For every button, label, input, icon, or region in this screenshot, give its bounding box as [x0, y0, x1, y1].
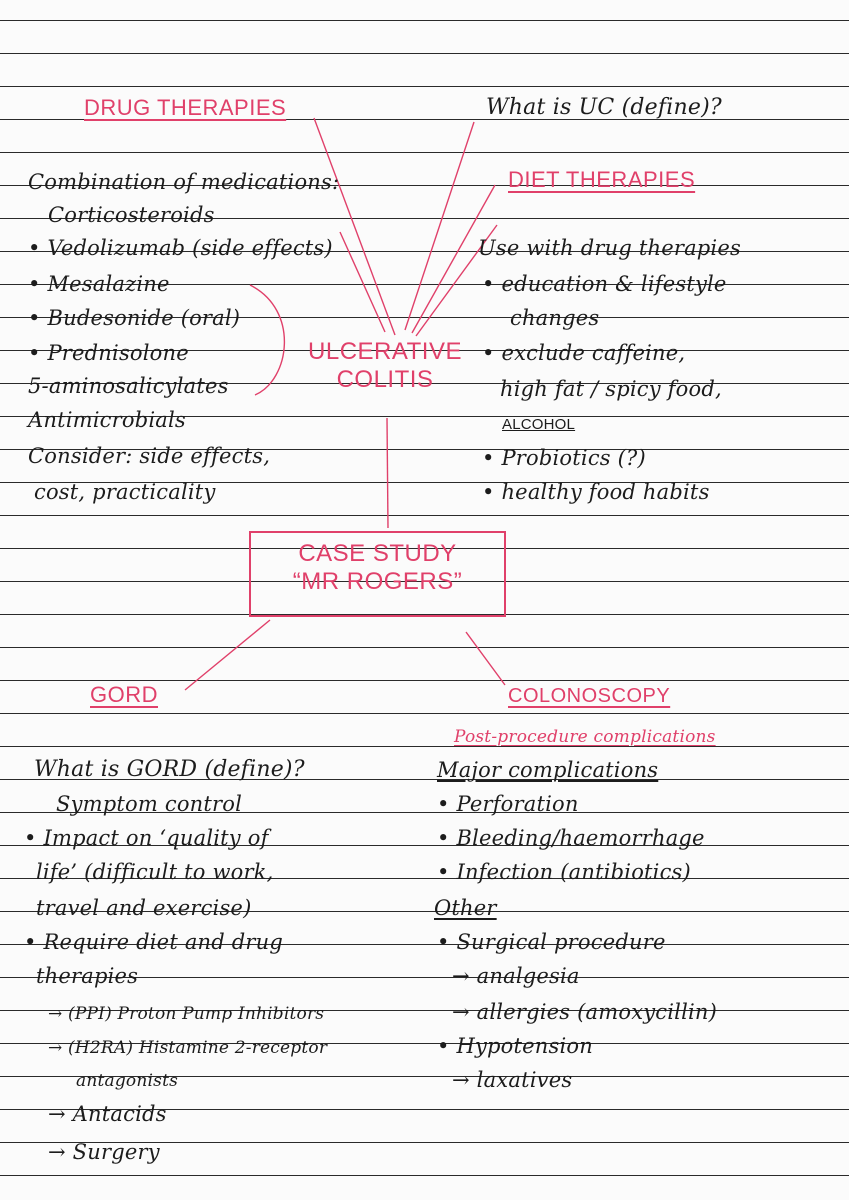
colon-line: → laxatives	[452, 1068, 573, 1092]
drug-line: Antimicrobials	[28, 408, 186, 432]
connector-right-1	[415, 224, 498, 337]
gord-heading: GORD	[90, 682, 158, 707]
gord-line: → Surgery	[48, 1140, 160, 1164]
colon-line: • Surgical procedure	[437, 930, 666, 954]
colon-line: Other	[434, 896, 497, 920]
drug-line: Combination of medications:	[28, 170, 340, 194]
colonoscopy-heading: COLONOSCOPY	[508, 685, 671, 707]
drug-line: • Vedolizumab (side effects)	[28, 236, 333, 260]
colon-line: → analgesia	[452, 964, 580, 988]
diet-line: changes	[510, 306, 600, 330]
diet-heading: DIET THERAPIES	[508, 167, 696, 192]
gord-line: • Impact on ‘quality of	[24, 826, 269, 850]
center-title: ULCERATIVE COLITIS	[300, 338, 470, 394]
drug-line: 5-aminosalicylates	[28, 374, 229, 398]
case-study-line1: CASE STUDY	[298, 540, 457, 567]
diet-line: • Probiotics (?)	[482, 446, 646, 470]
colon-line: • Perforation	[437, 792, 579, 816]
case-study-label: CASE STUDY “MR ROGERS”	[249, 540, 506, 596]
gord-line: What is GORD (define)?	[34, 757, 305, 782]
connector-left-2	[249, 284, 286, 396]
diet-line: • exclude caffeine,	[482, 341, 686, 365]
connector-define	[404, 121, 475, 331]
drug-line: Consider: side effects,	[28, 444, 271, 468]
connector-colonoscopy	[465, 631, 506, 686]
drug-line: Corticosteroids	[48, 203, 215, 227]
diet-line: • healthy food habits	[482, 480, 710, 504]
diet-line-alcohol: ALCOHOL	[502, 416, 576, 433]
gord-line: therapies	[36, 964, 139, 988]
colon-line: Major complications	[437, 758, 659, 782]
drug-line: • Budesonide (oral)	[28, 306, 241, 330]
connector-left-1	[339, 231, 386, 333]
colonoscopy-subheading: Post-procedure complications	[454, 727, 716, 747]
gord-line: → (PPI) Proton Pump Inhibitors	[48, 1004, 325, 1024]
gord-line: • Require diet and drug	[24, 930, 284, 954]
drug-heading: DRUG THERAPIES	[84, 95, 287, 120]
connector-diet	[411, 184, 496, 334]
define-uc: What is UC (define)?	[486, 95, 722, 120]
center-title-line2: COLITIS	[336, 366, 434, 393]
gord-line: life’ (difficult to work,	[36, 860, 274, 884]
drug-line: cost, practicality	[34, 480, 216, 504]
colon-line: • Infection (antibiotics)	[437, 860, 691, 884]
center-title-line1: ULCERATIVE	[308, 338, 462, 365]
case-study-line2: “MR ROGERS”	[292, 568, 463, 595]
gord-line: → Antacids	[48, 1102, 167, 1126]
gord-line: antagonists	[76, 1071, 179, 1091]
colon-line: → allergies (amoxycillin)	[452, 1000, 718, 1024]
connector-center-down	[386, 417, 389, 529]
connector-gord	[184, 619, 271, 691]
drug-line: • Prednisolone	[28, 341, 189, 365]
connector-drug	[313, 117, 396, 336]
gord-line: Symptom control	[56, 792, 243, 816]
diet-line: high fat / spicy food,	[500, 377, 722, 401]
colon-line: • Bleeding/haemorrhage	[437, 826, 705, 850]
diet-line: • education & lifestyle	[482, 272, 727, 296]
diet-line: Use with drug therapies	[478, 236, 741, 260]
gord-line: → (H2RA) Histamine 2-receptor	[48, 1038, 328, 1058]
drug-line: • Mesalazine	[28, 272, 170, 296]
colon-line: • Hypotension	[437, 1034, 593, 1058]
case-study-box	[249, 531, 506, 617]
gord-line: travel and exercise)	[36, 896, 252, 920]
